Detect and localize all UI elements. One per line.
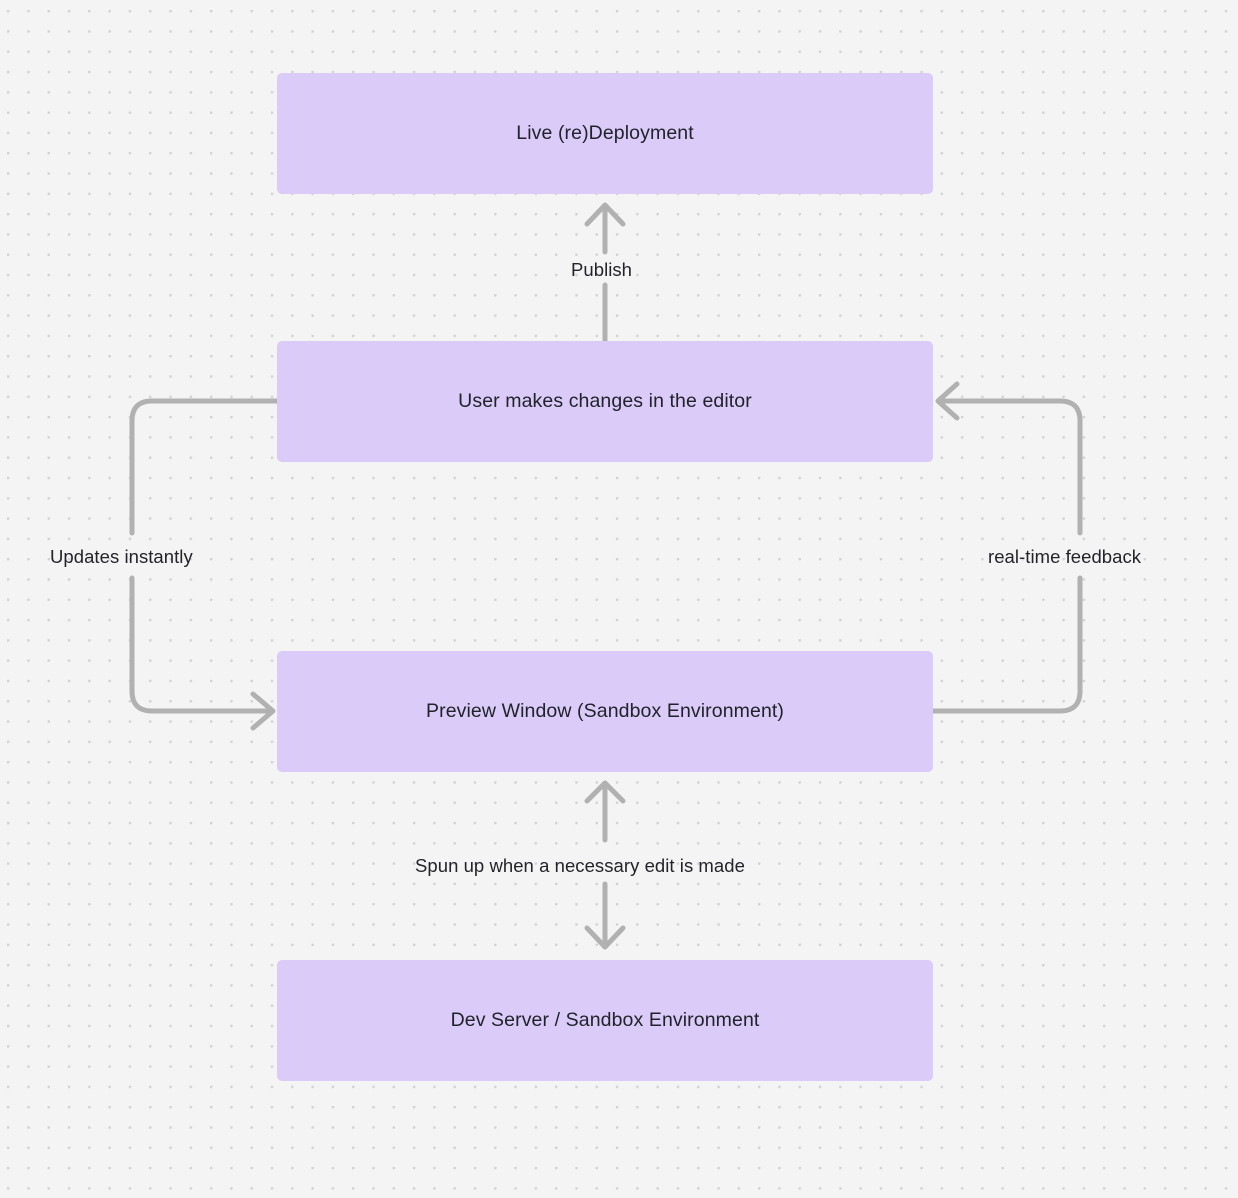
node-user-edits[interactable]: User makes changes in the editor (277, 341, 933, 462)
edge-label-publish: Publish (571, 259, 633, 280)
node-preview-window-label: Preview Window (Sandbox Environment) (426, 699, 784, 722)
node-live-deployment[interactable]: Live (re)Deployment (277, 73, 933, 194)
node-dev-server[interactable]: Dev Server / Sandbox Environment (277, 960, 933, 1081)
node-user-edits-label: User makes changes in the editor (458, 389, 752, 412)
edge-label-updates-instantly: Updates instantly (50, 546, 193, 567)
edge-label-real-time-feedback: real-time feedback (988, 546, 1142, 567)
node-dev-server-label: Dev Server / Sandbox Environment (450, 1008, 760, 1031)
node-live-deployment-label: Live (re)Deployment (516, 121, 694, 144)
edge-label-spun-up: Spun up when a necessary edit is made (415, 855, 745, 876)
node-preview-window[interactable]: Preview Window (Sandbox Environment) (277, 651, 933, 772)
